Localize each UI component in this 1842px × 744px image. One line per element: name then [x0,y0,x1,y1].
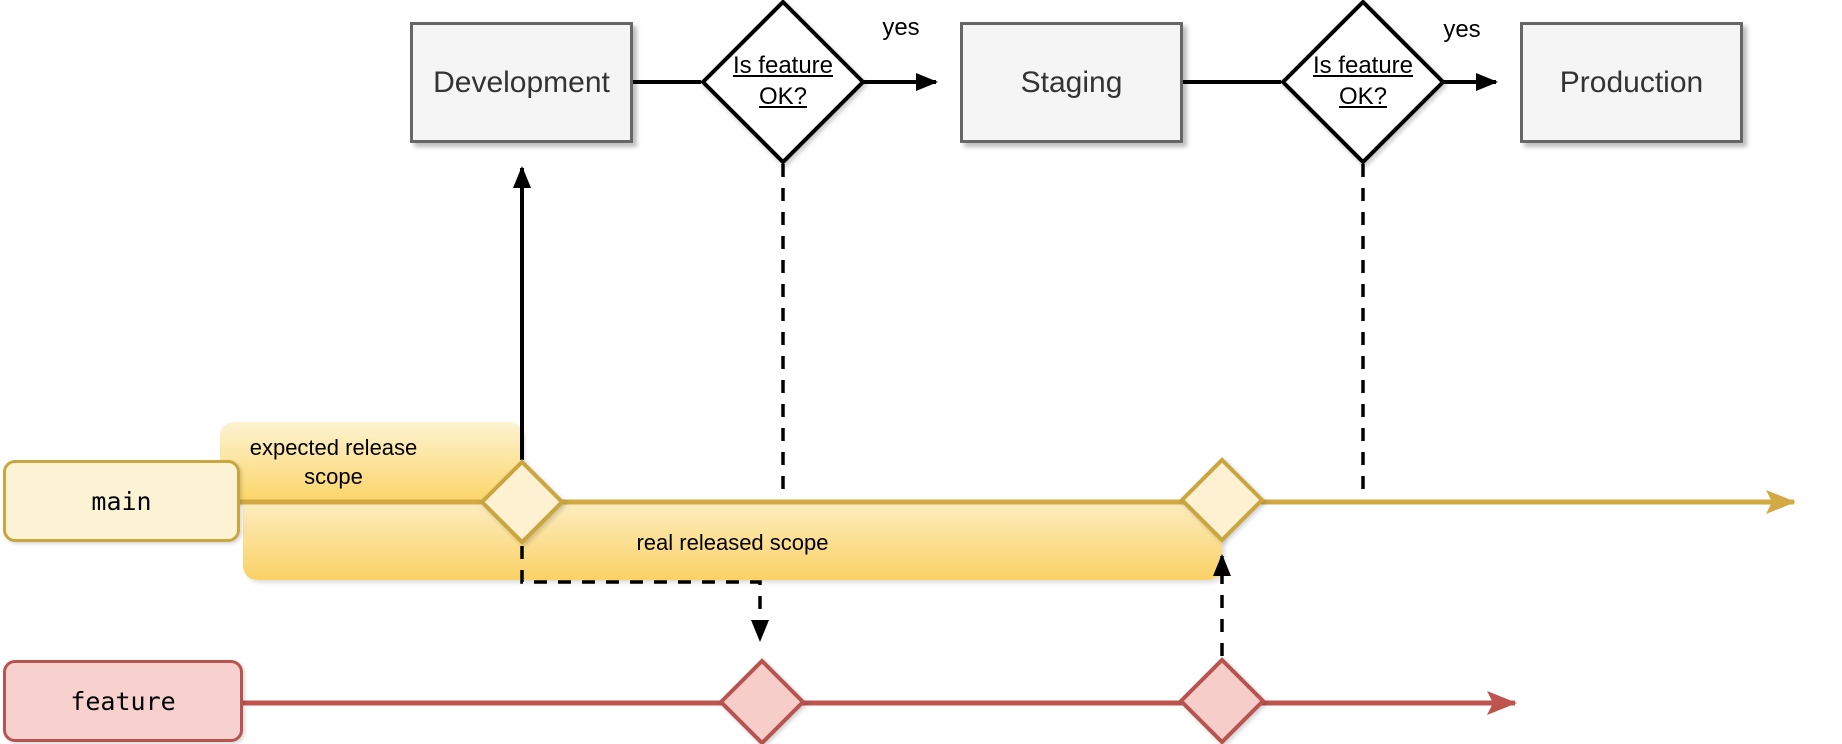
decision2-diamond [1280,0,1446,165]
feature-branch-label-box: feature [3,660,243,742]
decision1-diamond [700,0,866,165]
decision2-line1: Is feature [1312,52,1414,79]
edge-label-yes-2: yes [1443,16,1481,43]
main-branch-name: main [91,486,152,516]
expected-release-scope-band: expected release scope [220,422,522,502]
stage-production: Production [1520,22,1743,143]
feature-commit-diamond-1 [718,658,806,744]
stage-staging: Staging [960,22,1183,143]
decision1-line2: OK? [758,83,808,110]
main-commit-diamond-1 [479,459,565,545]
decision1-label: Is feature OK? [703,49,863,113]
main-branch-label-box: main [3,460,240,542]
dashed-branch-off-main-to-feature [520,546,769,642]
main-commit-diamond-2 [1179,457,1265,543]
feature-commit-diamond-2 [1178,657,1266,744]
decision2-label: Is feature OK? [1283,49,1443,113]
stage-staging-label: Staging [1020,65,1123,99]
decision2-line2: OK? [1338,83,1388,110]
stage-development-label: Development [433,65,610,99]
real-released-scope-label: real released scope [636,530,829,555]
expected-release-scope-label: expected release scope [249,435,418,489]
feature-branch-name: feature [70,686,176,716]
edge-label-yes-1: yes [882,14,920,41]
decision1-line1: Is feature [732,52,834,79]
real-released-scope-band: real released scope [243,502,1222,580]
stage-development: Development [410,22,633,143]
stage-production-label: Production [1559,65,1704,99]
